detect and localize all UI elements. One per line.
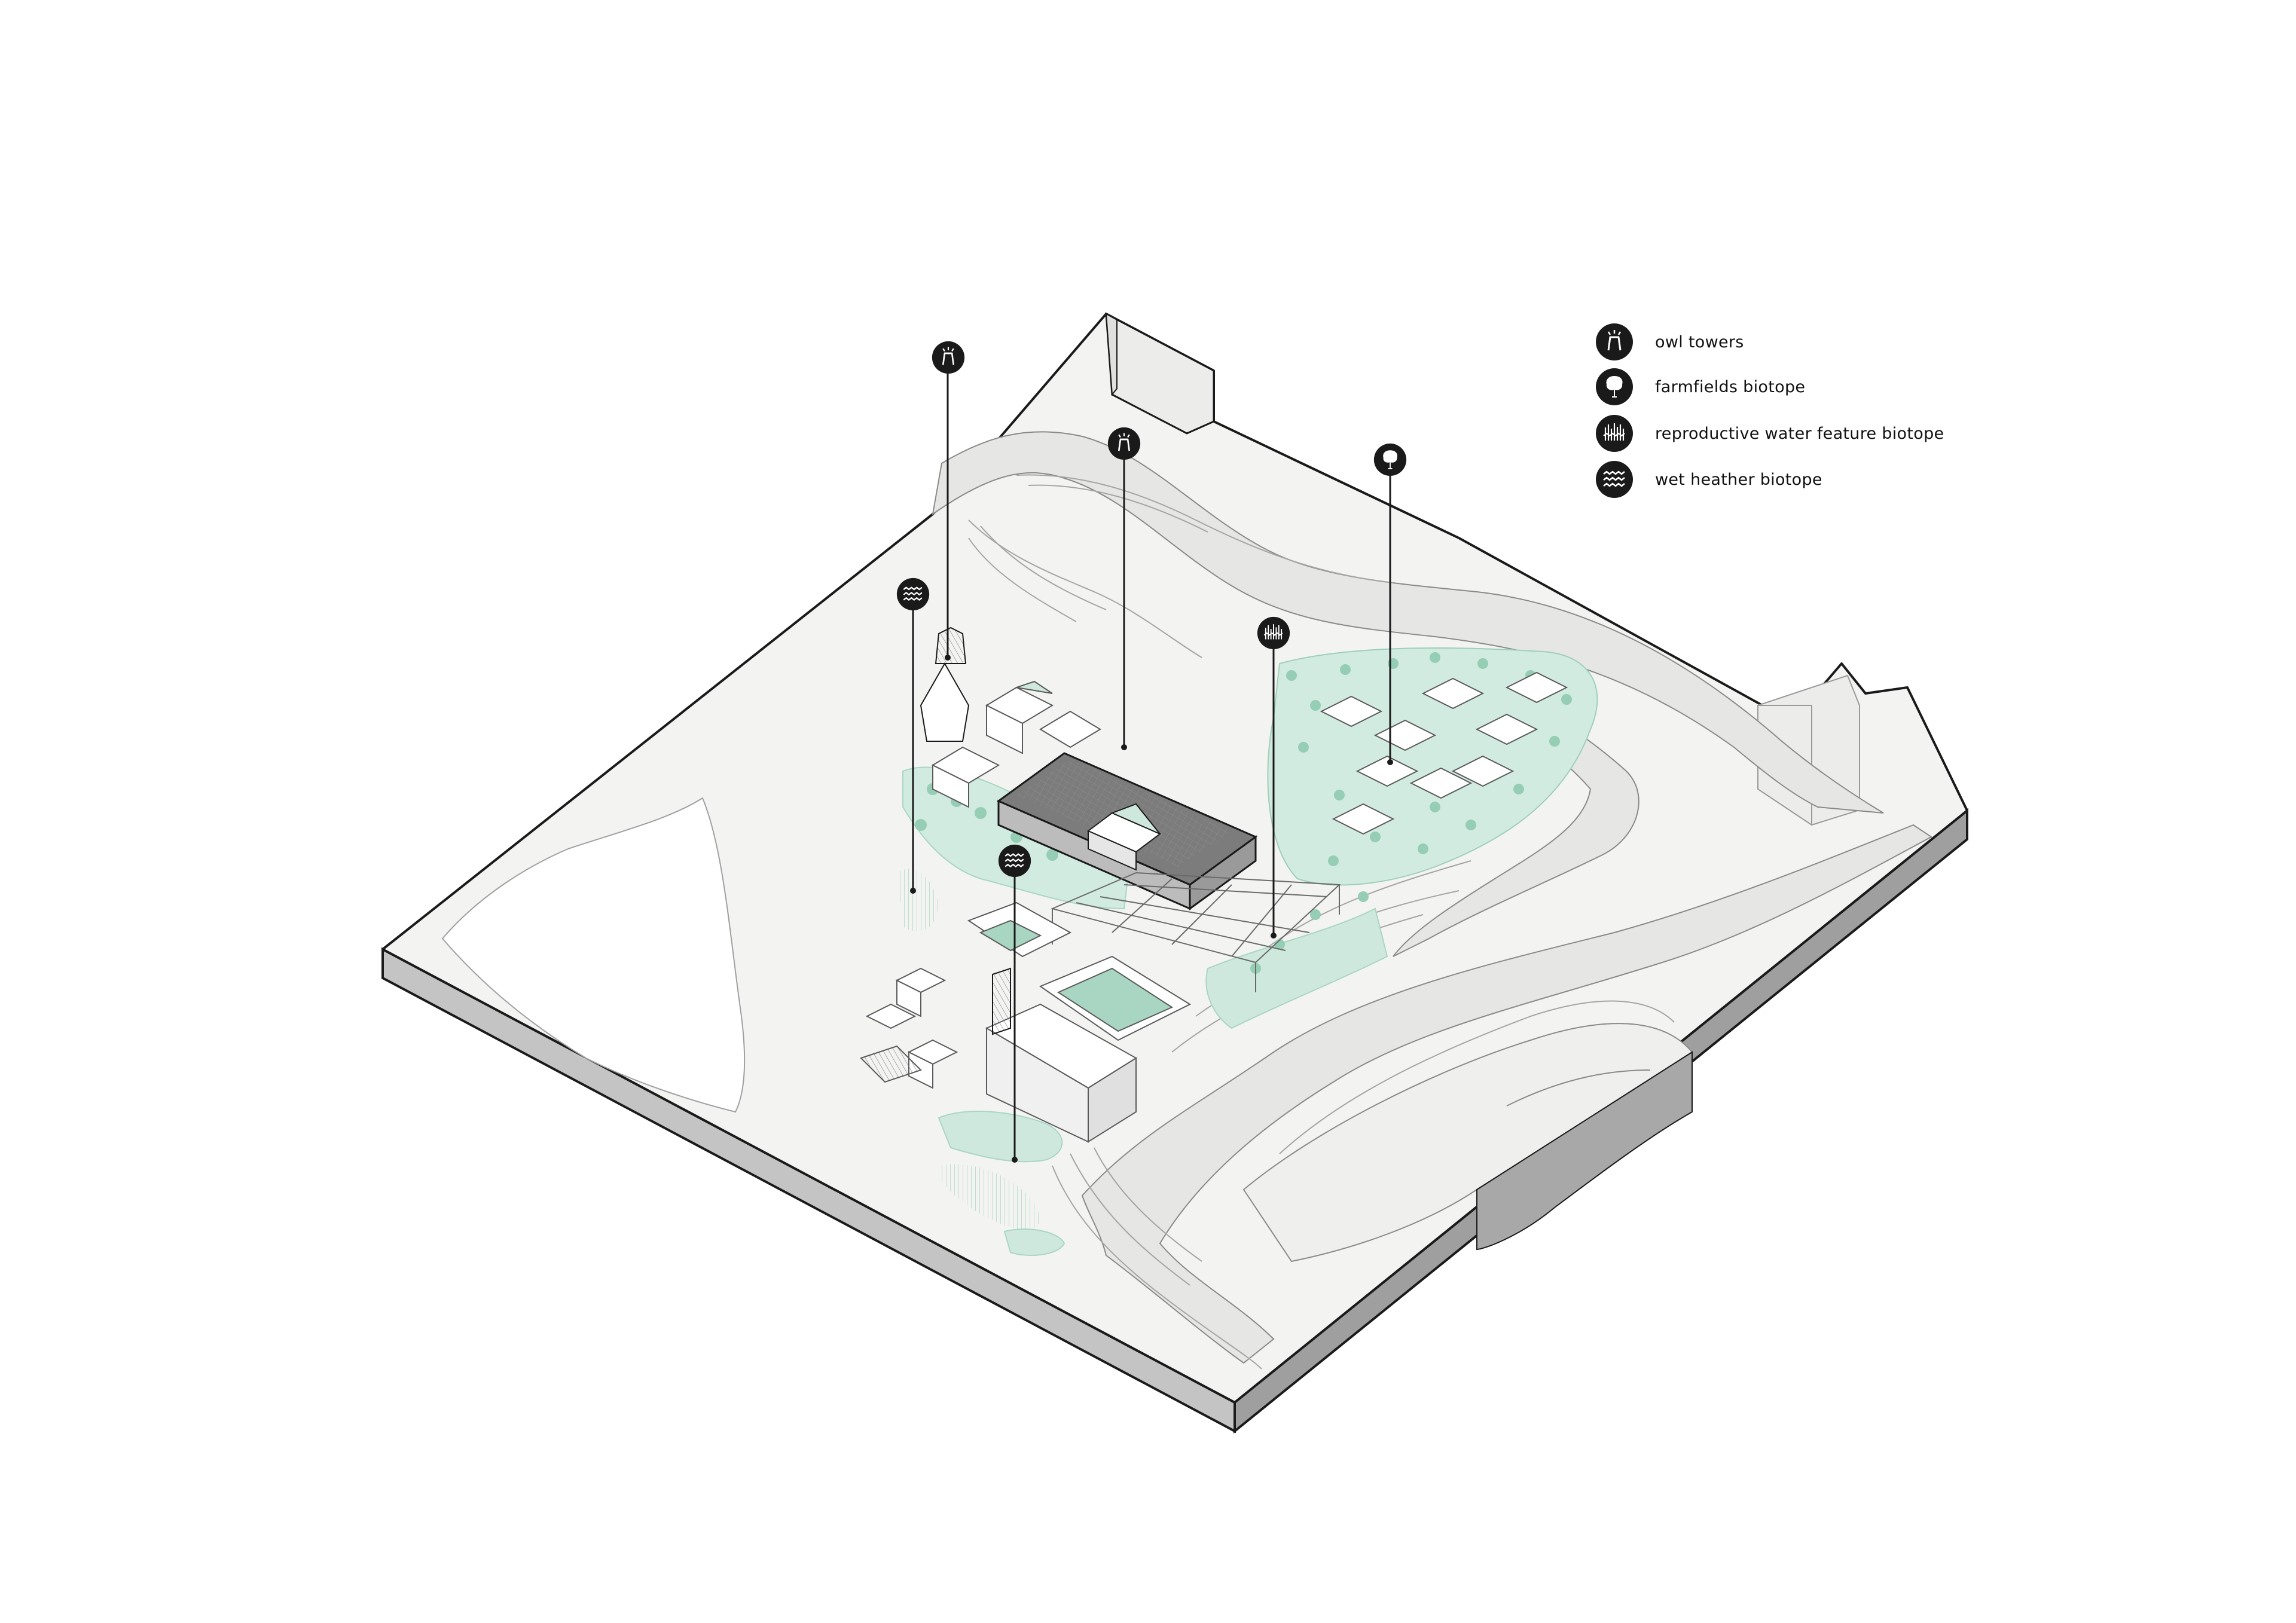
- waves-icon: [1595, 460, 1634, 499]
- water-feature-green: [1205, 907, 1388, 1029]
- wet-heather-south: [938, 1111, 1063, 1163]
- legend-label: wet heather biotope: [1655, 470, 1822, 489]
- legend-label: owl towers: [1655, 332, 1744, 352]
- legend-label: farmfields biotope: [1655, 377, 1806, 396]
- wet-heather-hatch-west: [897, 869, 939, 931]
- waves-icon: [998, 844, 1031, 878]
- west-village: [920, 626, 1101, 808]
- legend-label: reproductive water feature biotope: [1655, 424, 1944, 443]
- legend-item-owl-towers: owl towers: [1595, 323, 1744, 361]
- wet-heather-patch: [1003, 1228, 1065, 1256]
- owl-tower-icon: [1595, 323, 1634, 361]
- leader-dots: [910, 655, 1393, 1163]
- legend-item-wet-heather: wet heather biotope: [1595, 460, 1822, 499]
- river-road-north: [932, 431, 1884, 814]
- hall-roof-house: [1087, 803, 1161, 871]
- owl-tower-icon: [932, 341, 965, 374]
- central-hall: [997, 752, 1257, 910]
- tree-icon: [1595, 368, 1634, 406]
- owl-tower-icon: [1107, 427, 1141, 460]
- pool-large: [1057, 967, 1174, 1032]
- pool-small: [979, 919, 1042, 952]
- waves-icon: [896, 577, 930, 611]
- south-east-excavation: [1242, 1023, 1693, 1263]
- leader-lines: [912, 362, 1391, 1160]
- river-road-south: [1081, 824, 1932, 1364]
- legend-item-farmfields: farmfields biotope: [1595, 368, 1805, 406]
- legend-item-water-feature: reproductive water feature biotope: [1595, 414, 1944, 453]
- northwest-building-block: [1105, 312, 1215, 435]
- southwest-complex: [860, 901, 1192, 1143]
- reeds-icon: [1595, 414, 1634, 453]
- legend: owl towers farmfields biotope reproducti…: [1595, 323, 2014, 514]
- east-housing-cluster: [1320, 671, 1568, 835]
- reeds-icon: [1257, 616, 1290, 650]
- wet-heather-hatch-south: [939, 1164, 1040, 1230]
- west-field: [441, 797, 746, 1113]
- tree-icon: [1373, 443, 1407, 476]
